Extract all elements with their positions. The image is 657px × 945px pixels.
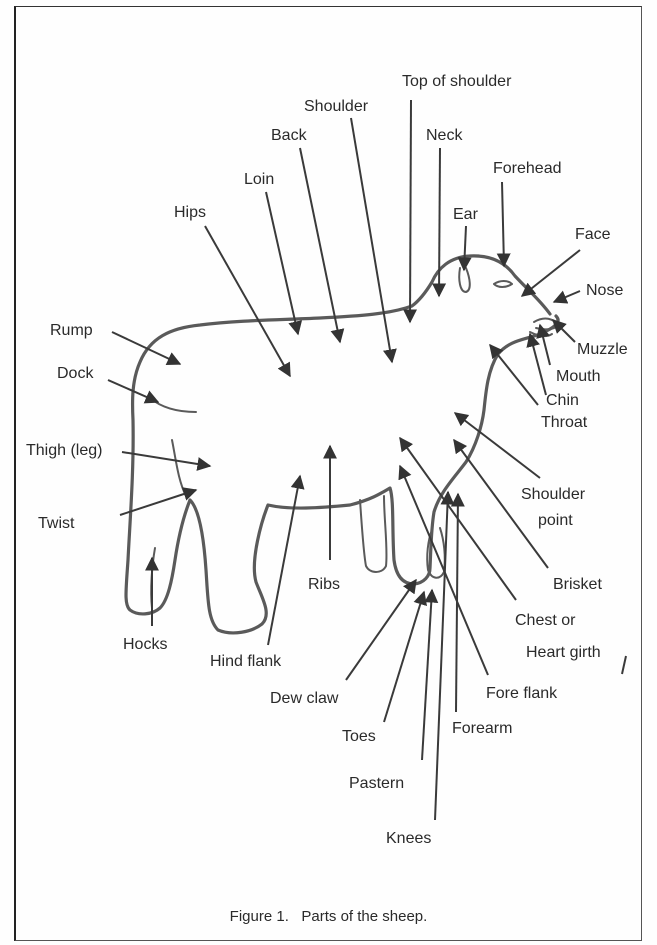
arrow-top-of-shoulder: [410, 100, 411, 322]
caption-number: Figure 1.: [230, 908, 289, 925]
label-forehead: Forehead: [493, 160, 562, 177]
label-shoulder: Shoulder: [304, 98, 369, 115]
label-face: Face: [575, 226, 611, 243]
label-fore-flank: Fore flank: [486, 685, 558, 702]
label-chest-2: Heart girth: [526, 644, 601, 661]
stray-mark: [622, 656, 626, 674]
arrow-toes: [384, 592, 424, 722]
label-pastern: Pastern: [349, 775, 404, 792]
arrow-muzzle: [553, 320, 575, 342]
arrow-shoulder: [351, 118, 392, 362]
ear-shape: [459, 268, 470, 292]
body-outline: [126, 256, 558, 633]
arrow-loin: [266, 192, 298, 334]
arrow-nose: [554, 291, 580, 302]
label-chin: Chin: [546, 392, 579, 409]
arrow-pastern: [422, 590, 432, 760]
label-ear: Ear: [453, 206, 479, 223]
arrow-brisket: [454, 440, 548, 568]
label-neck: Neck: [426, 127, 463, 144]
label-chest-1: Chest or: [515, 612, 576, 629]
arrow-neck: [439, 148, 440, 296]
far-foreleg: [360, 496, 387, 572]
label-muzzle: Muzzle: [577, 341, 628, 358]
figure-caption: Figure 1. Parts of the sheep.: [0, 908, 657, 925]
arrow-dew-claw: [346, 580, 416, 680]
arrow-ear: [464, 226, 466, 270]
label-rump: Rump: [50, 322, 93, 339]
label-nose: Nose: [586, 282, 623, 299]
label-mouth: Mouth: [556, 368, 600, 385]
label-back: Back: [271, 127, 308, 144]
label-twist: Twist: [38, 515, 75, 532]
caption-text: Parts of the sheep.: [301, 908, 427, 925]
label-brisket: Brisket: [553, 576, 602, 593]
arrow-knees: [435, 492, 448, 820]
label-knees: Knees: [386, 830, 431, 847]
part-labels: Top of shoulder Shoulder Back Neck Foreh…: [26, 73, 628, 847]
arrow-thigh: [122, 452, 210, 466]
arrow-shoulder-point: [455, 413, 540, 478]
label-hocks: Hocks: [123, 636, 167, 653]
arrow-forehead: [502, 182, 504, 266]
eye: [494, 281, 512, 287]
arrow-hind-flank: [268, 476, 300, 645]
label-forearm: Forearm: [452, 720, 512, 737]
label-shoulder-point-2: point: [538, 512, 573, 529]
label-hind-flank: Hind flank: [210, 653, 282, 670]
label-loin: Loin: [244, 171, 274, 188]
label-dock: Dock: [57, 365, 94, 382]
arrow-back: [300, 148, 340, 342]
label-hips: Hips: [174, 204, 206, 221]
label-toes: Toes: [342, 728, 376, 745]
sheep-outline: [126, 256, 558, 633]
label-shoulder-point-1: Shoulder: [521, 486, 586, 503]
label-dew-claw: Dew claw: [270, 690, 339, 707]
label-top-of-shoulder: Top of shoulder: [402, 73, 512, 90]
arrow-throat: [490, 345, 538, 405]
arrow-face: [522, 250, 580, 296]
arrow-rump: [112, 332, 180, 364]
dock-line: [150, 398, 196, 412]
thigh-line: [172, 440, 186, 496]
label-ribs: Ribs: [308, 576, 340, 593]
arrow-hips: [205, 226, 290, 376]
label-thigh: Thigh (leg): [26, 442, 102, 459]
arrow-forearm: [456, 494, 458, 712]
label-throat: Throat: [541, 414, 588, 431]
